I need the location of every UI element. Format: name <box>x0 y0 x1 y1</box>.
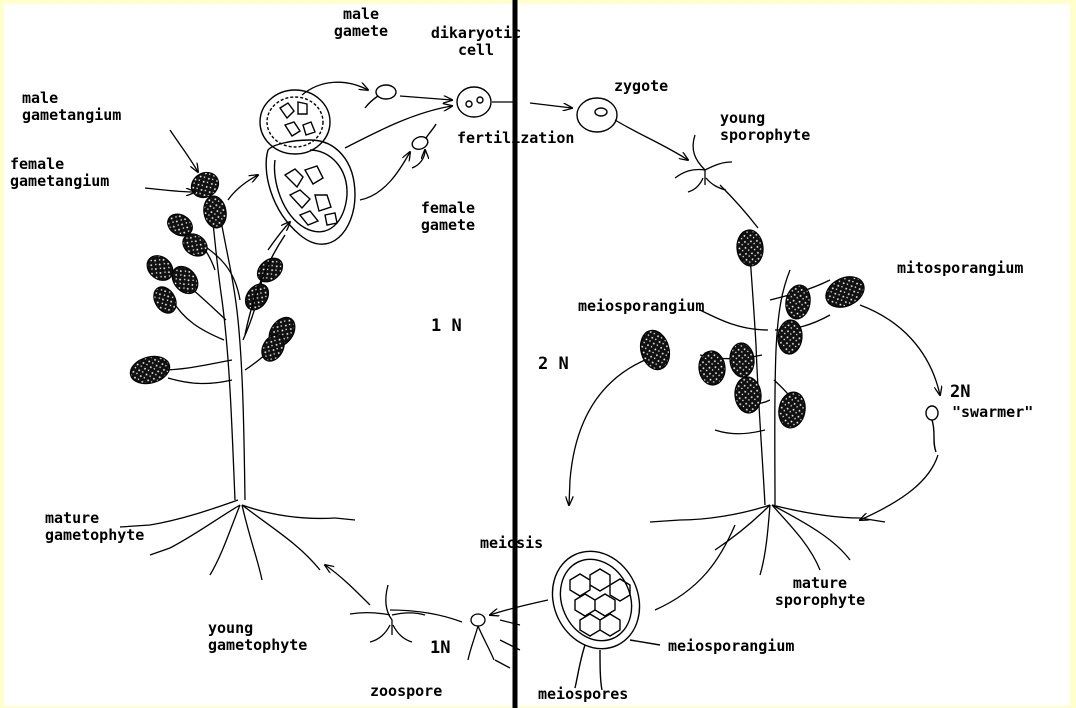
male-gametangium-label: male gametangium <box>22 90 121 124</box>
diploid-label: 2 N <box>538 356 569 373</box>
female-gametangium-label: female gametangium <box>10 156 109 190</box>
meiosis-label: meiosis <box>480 535 543 552</box>
fertilization-label: fertilization <box>457 130 574 147</box>
young-sporophyte-label: young sporophyte <box>720 110 810 144</box>
meiosporangium-bottom-label: meiosporangium <box>668 638 794 655</box>
female-gamete-label: female gamete <box>408 200 488 234</box>
young-gametophyte-label: young gametophyte <box>208 620 307 654</box>
male-gamete-label: male gamete <box>326 6 396 40</box>
zygote-label: zygote <box>614 78 668 95</box>
meiosporangium-top-label: meiosporangium <box>578 298 704 315</box>
mitosporangium-label: mitosporangium <box>897 260 1023 277</box>
mature-gametophyte-label: mature gametophyte <box>45 510 144 544</box>
zoospore-label: zoospore <box>370 683 442 700</box>
meiospores-label: meiospores <box>538 686 628 703</box>
swarmer-ploidy-label: 2N <box>950 384 970 401</box>
swarmer-label: "swarmer" <box>952 404 1033 421</box>
mature-sporophyte-label: mature sporophyte <box>760 575 880 609</box>
dikaryotic-cell-label: dikaryotic cell <box>426 25 526 59</box>
meiosporangium-enlarged <box>537 537 660 690</box>
zoospore-ploidy-label: 1N <box>430 640 450 657</box>
haploid-label: 1 N <box>431 318 462 335</box>
